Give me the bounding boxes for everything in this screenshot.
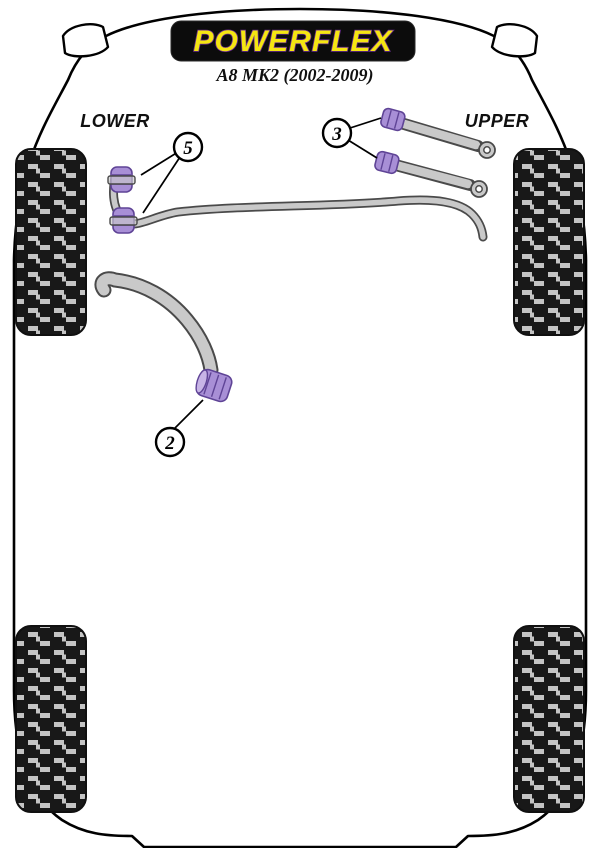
arb-bushing-lower bbox=[109, 207, 138, 234]
upper-arm-front-bushing bbox=[380, 107, 406, 132]
upper-arm-front bbox=[380, 107, 496, 159]
tire-rear-right bbox=[513, 625, 585, 813]
upper-arm-rear-bushing bbox=[374, 150, 400, 175]
leader-5-lower bbox=[142, 156, 181, 214]
callout-5[interactable]: 5 bbox=[172, 131, 204, 163]
callout-3[interactable]: 3 bbox=[321, 117, 353, 149]
label-upper: UPPER bbox=[465, 111, 530, 131]
callout-5-circle[interactable] bbox=[172, 131, 204, 163]
left-mirror-shape bbox=[61, 23, 110, 58]
leader-3-lower bbox=[347, 139, 378, 159]
tire-rear-left bbox=[15, 625, 87, 813]
car-body-outline bbox=[12, 7, 588, 848]
label-lower: LOWER bbox=[80, 111, 150, 131]
lower-arm-bushing bbox=[195, 368, 233, 403]
callout-3-circle[interactable] bbox=[321, 117, 353, 149]
powerflex-logo-text: POWERFLEX bbox=[193, 25, 393, 58]
leader-5-upper bbox=[140, 151, 179, 176]
lower-arm bbox=[94, 271, 233, 403]
arb-bushing-upper bbox=[107, 166, 136, 193]
leader-3-upper bbox=[349, 117, 382, 129]
powerflex-logo: POWERFLEX bbox=[170, 20, 416, 62]
upper-arm-rear bbox=[374, 150, 488, 198]
tire-front-right bbox=[513, 148, 585, 336]
tire-front-left bbox=[15, 148, 87, 336]
leader-2 bbox=[173, 399, 204, 430]
powerflex-logo-background bbox=[170, 20, 416, 62]
model-title: A8 MK2 (2002-2009) bbox=[216, 65, 374, 86]
callout-2[interactable]: 2 bbox=[154, 426, 186, 458]
right-mirror-shape bbox=[490, 23, 539, 58]
callout-2-circle[interactable] bbox=[154, 426, 186, 458]
